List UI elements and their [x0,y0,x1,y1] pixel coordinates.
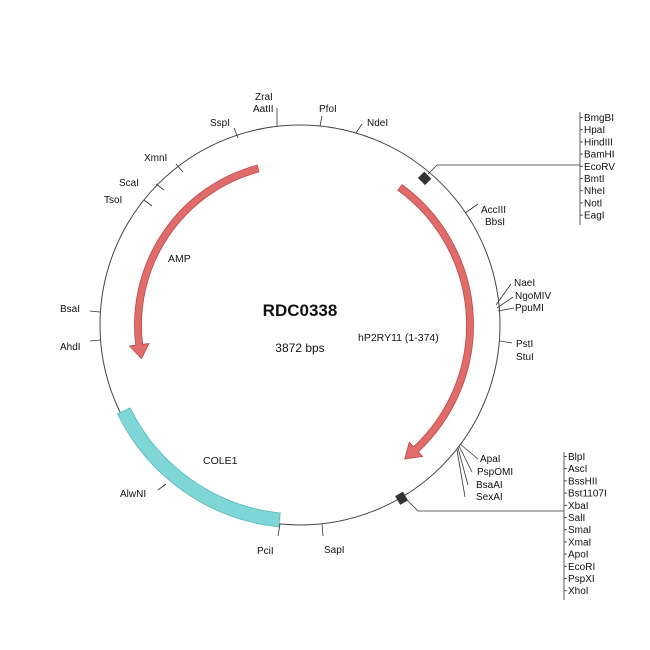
mcs-site-smai[interactable]: SmaI [568,525,591,536]
site-label: AccIII [481,205,506,216]
site-label: XmnI [144,153,167,164]
site-label: BsaI [60,304,80,315]
mcs-site-bsshii[interactable]: BssHII [568,476,597,487]
site-scai[interactable]: ScaI [119,178,165,191]
site-ppumi[interactable]: PpuMI [497,303,544,314]
cole1-feature-block[interactable] [117,407,281,528]
mcs-site-pspxi[interactable]: PspXI [568,574,595,585]
mcs-site-hindiii[interactable]: HindIII [584,137,613,148]
features-layer: AMP hP2RY11 (1-374) COLE1 [117,164,474,528]
site-apai[interactable]: ApaI [459,443,501,465]
site-zrai[interactable]: ZraI [255,92,278,126]
plasmid-name: RDC0338 [263,301,338,320]
site-label: PstI [516,339,533,350]
site-sapi[interactable]: SapI [321,523,345,556]
mcs-site-apoi[interactable]: ApoI [568,550,589,561]
mcs-site-hpai[interactable]: HpaI [584,125,605,136]
site-xmni[interactable]: XmnI [144,153,184,173]
site-label: NgoMIV [515,291,551,302]
site-ndei[interactable]: NdeI [355,118,388,134]
site-label: NaeI [514,278,535,289]
restriction-sites-layer: SspI ZraI AatII PfoI NdeI XmnI ScaI Tso [60,92,551,557]
cole1-feature-label: COLE1 [203,455,238,467]
site-psti[interactable]: PstI [499,339,533,350]
site-label: AhdI [60,342,81,353]
amp-feature-arrow[interactable] [128,164,260,360]
site-label: StuI [516,352,534,363]
mcs-site-sali[interactable]: SalI [568,513,585,524]
site-label: BsaAI [476,480,503,491]
mcs-site-bmti[interactable]: BmtI [584,174,605,185]
mcs-site-ecorv[interactable]: EcoRV [584,162,615,173]
mcs-site-bst1107i[interactable]: Bst1107I [568,489,607,500]
site-stui[interactable]: StuI [516,352,534,363]
site-pfoi[interactable]: PfoI [319,104,337,127]
plasmid-backbone-circle [99,124,501,526]
site-label: PspOMI [477,467,513,478]
site-tsoi[interactable]: TsoI [104,195,153,207]
mcs-site-asci[interactable]: AscI [568,464,587,475]
site-pcii[interactable]: PciI [257,523,281,557]
site-label: AlwNI [120,489,146,500]
mcs-site-eagi[interactable]: EagI [584,211,605,222]
mcs-site-nhei[interactable]: NheI [584,186,605,197]
site-label: NdeI [367,118,388,129]
site-label: TsoI [104,195,122,206]
site-label: BbsI [485,217,505,228]
mcs-site-xbai[interactable]: XbaI [568,501,589,512]
site-label: AatII [253,104,274,115]
site-label: ScaI [119,178,139,189]
site-bsaai[interactable]: BsaAI [457,447,503,491]
site-sexai[interactable]: SexAI [456,449,503,503]
mcs-site-bamhi[interactable]: BamHI [584,150,615,161]
site-ngomiv[interactable]: NgoMIV [496,291,551,309]
site-label: SexAI [476,492,503,503]
site-bbsi[interactable]: BbsI [485,217,505,228]
site-bsai[interactable]: BsaI [60,304,101,315]
site-label: PfoI [319,104,337,115]
mcs-site-xhoi[interactable]: XhoI [568,586,589,597]
site-pspomi[interactable]: PspOMI [458,445,513,478]
mcs-lower-tick-block [395,491,408,505]
mcs-site-noti[interactable]: NotI [584,198,602,209]
mcs-site-bmgbi[interactable]: BmgBI [584,113,614,124]
mcs-site-xmai[interactable]: XmaI [568,537,591,548]
mcs-site-ecori[interactable]: EcoRI [568,562,595,573]
site-label: SspI [210,118,230,129]
insert-feature-label: hP2RY11 (1-374) [358,332,439,344]
site-naei[interactable]: NaeI [495,278,535,306]
plasmid-size: 3872 bps [275,341,324,355]
amp-feature-label: AMP [168,253,191,265]
site-label: SapI [324,545,345,556]
insert-feature-arrow[interactable] [397,184,474,460]
site-label: ZraI [255,92,273,103]
site-ahdi[interactable]: AhdI [60,339,101,353]
site-label: PciI [257,546,274,557]
site-acciii[interactable]: AccIII [464,203,506,216]
site-label: ApaI [480,454,501,465]
site-sspi[interactable]: SspI [210,118,239,139]
site-label: PpuMI [515,303,544,314]
site-aatii[interactable]: AatII [253,104,274,115]
mcs-upper-tick-block [417,171,432,186]
site-alwni[interactable]: AlwNI [120,483,167,500]
mcs-site-blpi[interactable]: BlpI [568,452,585,463]
